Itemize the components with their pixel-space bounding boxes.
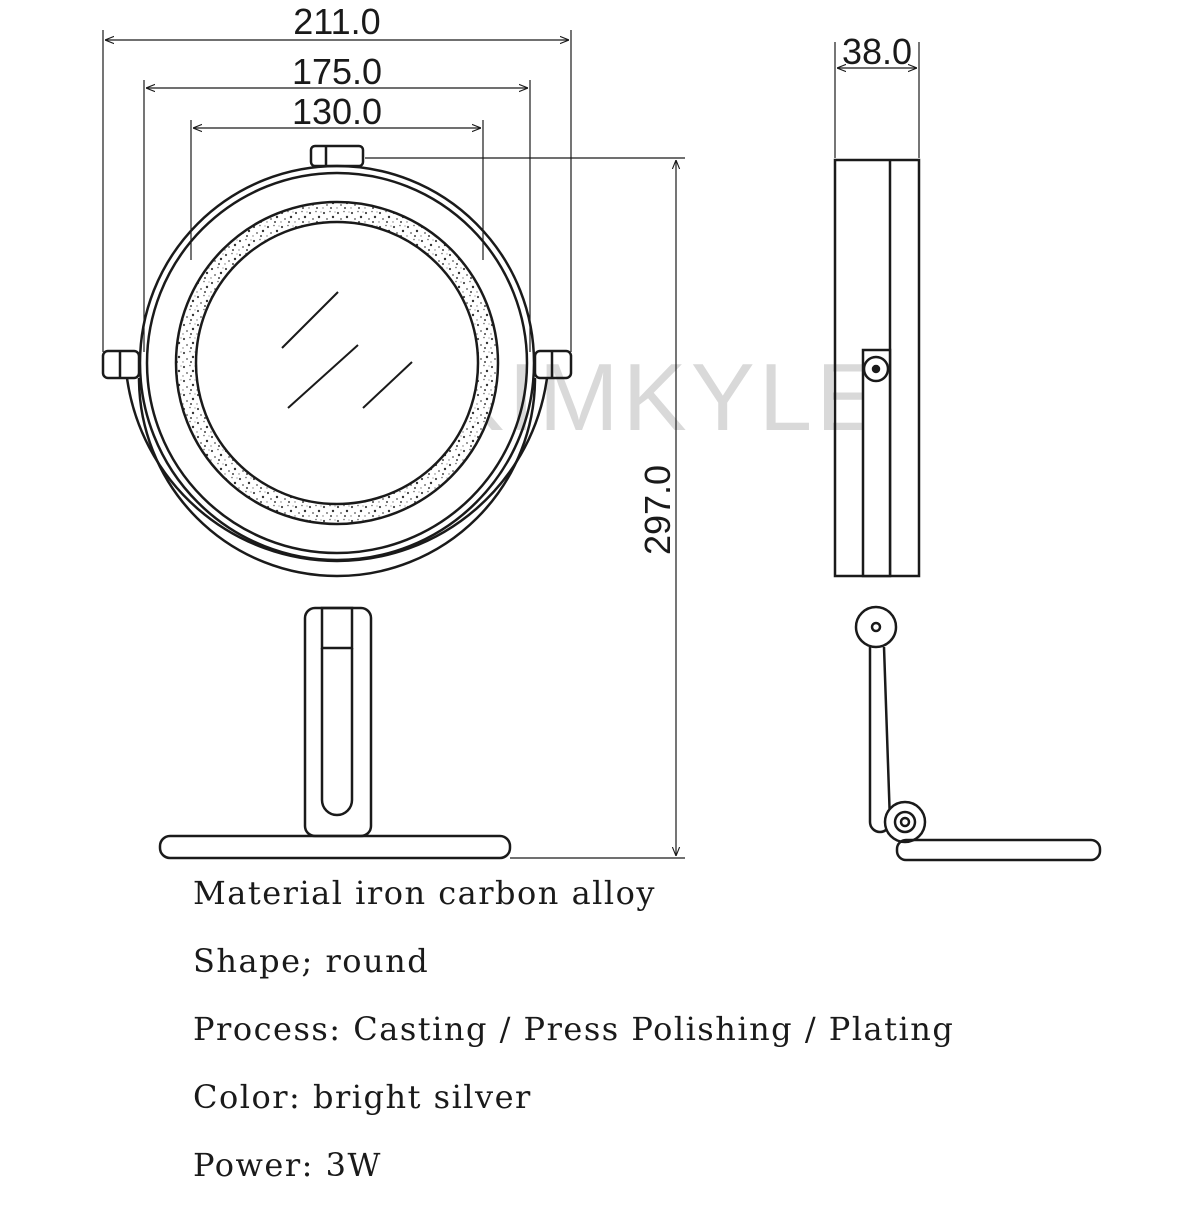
dimension-frame-width: 175.0 [292, 51, 382, 92]
side-pivot-top [854, 605, 898, 649]
side-hinge-plate [861, 348, 892, 578]
power-switch [309, 144, 365, 168]
spec-shape: Shape; round [193, 942, 430, 980]
spec-material: Material iron carbon alloy [193, 874, 656, 912]
side-pivot-bottom [883, 800, 927, 844]
watermark-text: KIMKYLE [440, 344, 884, 451]
dimension-overall-width: 211.0 [293, 1, 380, 42]
stand-base [158, 834, 512, 860]
stand-stem [303, 606, 373, 838]
mirror-front-view [101, 144, 573, 860]
side-base [895, 838, 1102, 862]
spec-process: Process: Casting / Press Polishing / Pla… [193, 1010, 955, 1048]
spec-color: Color: bright silver [193, 1078, 532, 1116]
technical-drawing: KIMKYLE [101, 1, 1102, 862]
dimension-mirror-width: 130.0 [292, 91, 382, 132]
dimension-height: 297.0 [637, 465, 678, 555]
spec-list: Material iron carbon alloy Shape; round … [193, 868, 954, 1208]
mirror-side-view [833, 158, 1102, 862]
spec-power: Power: 3W [193, 1146, 382, 1184]
front-dimensions [102, 30, 685, 859]
side-dimensions [834, 42, 920, 158]
dimension-depth: 38.0 [842, 31, 912, 72]
